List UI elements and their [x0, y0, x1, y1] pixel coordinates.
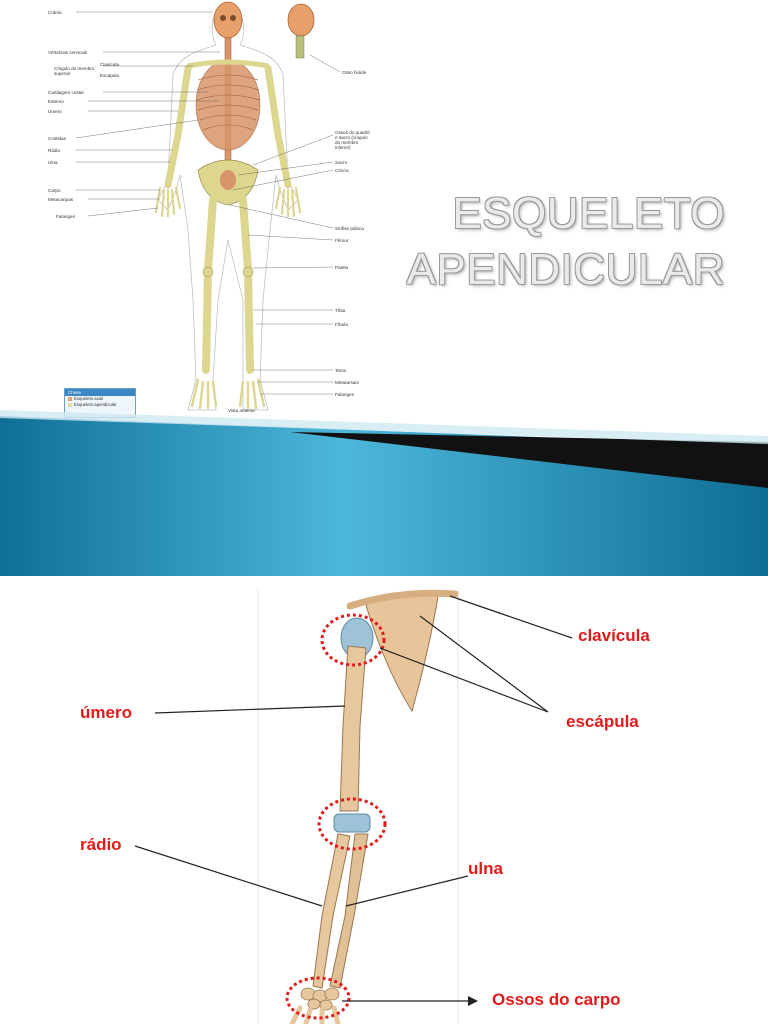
annotation-clavicula: clavícula	[578, 626, 650, 645]
label-clavicula-small: Clavícula	[100, 62, 119, 67]
label-metatarsais: Metatarsais	[335, 380, 359, 385]
slide-title: ESQUELETO APENDICULAR	[380, 186, 725, 298]
legend-swatch-appendicular	[68, 403, 72, 407]
skeleton-illustration-panel: Crânio Vértebras cervicais Cíngulo do me…	[48, 0, 373, 420]
label-ulna-small: Ulna	[48, 160, 58, 165]
label-coccix: Cóccix	[335, 168, 349, 173]
label-esterno: Esterno	[48, 99, 64, 104]
label-osso-hioide: Osso hióide	[342, 70, 367, 75]
annotation-escapula: escápula	[566, 712, 639, 731]
legend-label-axial: Esqueleto axial	[74, 396, 104, 401]
view-caption: Vista anterior	[228, 408, 255, 413]
slide-1: Crânio Vértebras cervicais Cíngulo do me…	[0, 0, 768, 576]
label-sacro: Sacro	[335, 160, 348, 165]
label-costelas: Costelas	[48, 136, 66, 141]
annotation-umero: úmero	[80, 703, 132, 722]
label-umero-small: Úmero	[48, 109, 62, 114]
label-cingulo-superior: Cíngulo do membro superior	[54, 66, 95, 76]
label-carpo: Carpo	[48, 188, 61, 193]
label-metacarpais: Metacarpais	[48, 197, 74, 202]
label-falanges-right: Falanges	[335, 392, 354, 397]
label-patela: Patela	[335, 265, 349, 270]
label-vertebras-cervicais: Vértebras cervicais	[48, 50, 88, 55]
legend-swatch-axial	[68, 397, 72, 401]
label-femur: Fêmur	[335, 238, 349, 243]
annotation-radio: rádio	[80, 835, 122, 854]
slide-2: clavícula úmero escápula rádio ulna Osso…	[0, 576, 768, 1024]
label-escapula-small: Escápula	[100, 73, 119, 78]
legend-header: Chave	[65, 389, 135, 396]
label-tarso: Tarso	[335, 368, 347, 373]
legend-item-axial: Esqueleto axial	[65, 396, 135, 402]
label-falanges-left: Falanges	[56, 214, 75, 219]
annotation-ossos-do-carpo: Ossos do carpo	[492, 990, 621, 1009]
legend-item-appendicular: Esqueleto apendicular	[65, 402, 135, 408]
title-line-1: ESQUELETO	[452, 189, 725, 238]
label-tibia: Tíbia	[335, 308, 346, 313]
label-cranio: Crânio	[48, 10, 62, 15]
label-ossos-quadril: Ossos do quadril e sacro (cíngulo do mem…	[335, 130, 370, 150]
skeleton-illustration	[75, 1, 341, 411]
label-cartilagem-costal: Cartilagem costal	[48, 90, 84, 95]
label-fibula: Fíbula	[335, 322, 348, 327]
decorative-band	[0, 410, 768, 576]
legend-label-appendicular: Esqueleto apendicular	[74, 402, 117, 407]
title-line-2: APENDICULAR	[406, 245, 725, 294]
label-radio-small: Rádio	[48, 148, 61, 153]
arm-bones-illustration	[134, 589, 573, 1024]
label-sinfise-pubica: Sínfise púbica	[335, 226, 364, 231]
annotation-ulna: ulna	[468, 859, 503, 878]
